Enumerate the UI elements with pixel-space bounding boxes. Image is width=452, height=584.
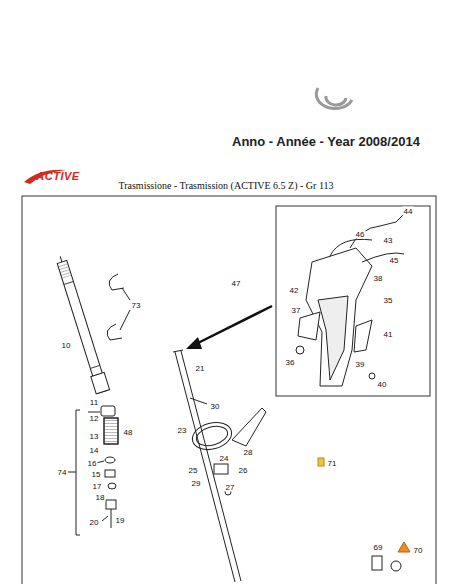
callout-number: 16 xyxy=(87,459,98,468)
callout-number: 45 xyxy=(389,256,400,265)
brand-logo: ACTIVE xyxy=(36,170,79,182)
brand-swirl xyxy=(316,88,352,109)
diagram-caption: Trasmissione - Trasmission (ACTIVE 6.5 Z… xyxy=(118,180,333,191)
callout-number: 69 xyxy=(373,543,384,552)
callout-number: 40 xyxy=(377,380,388,389)
callout-number: 17 xyxy=(92,482,103,491)
callout-number: 19 xyxy=(115,516,126,525)
callout-number: 23 xyxy=(177,426,188,435)
callout-number: 28 xyxy=(243,448,254,457)
callout-number: 18 xyxy=(95,493,106,502)
callout-number: 26 xyxy=(238,466,249,475)
callout-number: 48 xyxy=(123,428,134,437)
callout-number: 14 xyxy=(89,446,100,455)
callout-number: 73 xyxy=(131,301,142,310)
callout-number: 12 xyxy=(89,414,100,423)
callout-number: 39 xyxy=(355,360,366,369)
callout-number: 36 xyxy=(285,358,296,367)
pointer-arrow xyxy=(186,306,272,349)
group-bracket xyxy=(68,410,80,535)
callout-number: 41 xyxy=(383,330,394,339)
callout-number: 47 xyxy=(231,279,242,288)
callout-number: 13 xyxy=(89,432,100,441)
page-frame xyxy=(22,196,436,584)
handle-assembly xyxy=(296,214,404,386)
callout-number: 74 xyxy=(57,468,68,477)
callout-number: 44 xyxy=(403,207,414,216)
callout-number: 24 xyxy=(219,454,230,463)
small-parts xyxy=(318,458,410,571)
callout-number: 30 xyxy=(210,402,221,411)
callout-number: 37 xyxy=(291,306,302,315)
callout-number: 27 xyxy=(225,483,236,492)
callout-number: 29 xyxy=(191,479,202,488)
callout-number: 20 xyxy=(89,518,100,527)
callout-number: 38 xyxy=(373,274,384,283)
callout-number: 71 xyxy=(327,459,338,468)
callout-number: 43 xyxy=(383,236,394,245)
callout-number: 70 xyxy=(413,546,424,555)
callout-number: 25 xyxy=(188,466,199,475)
callout-number: 42 xyxy=(289,286,300,295)
callout-number: 10 xyxy=(61,341,72,350)
inset-frame xyxy=(276,206,430,396)
callout-number: 11 xyxy=(89,398,99,407)
clips xyxy=(107,274,130,340)
callout-number: 35 xyxy=(383,296,394,305)
drive-shaft xyxy=(173,350,266,582)
callout-number: 15 xyxy=(91,470,102,479)
page-title: Anno - Année - Year 2008/2014 xyxy=(232,134,420,149)
callout-number: 21 xyxy=(195,364,206,373)
tube xyxy=(54,254,110,394)
callout-number: 46 xyxy=(355,230,366,239)
